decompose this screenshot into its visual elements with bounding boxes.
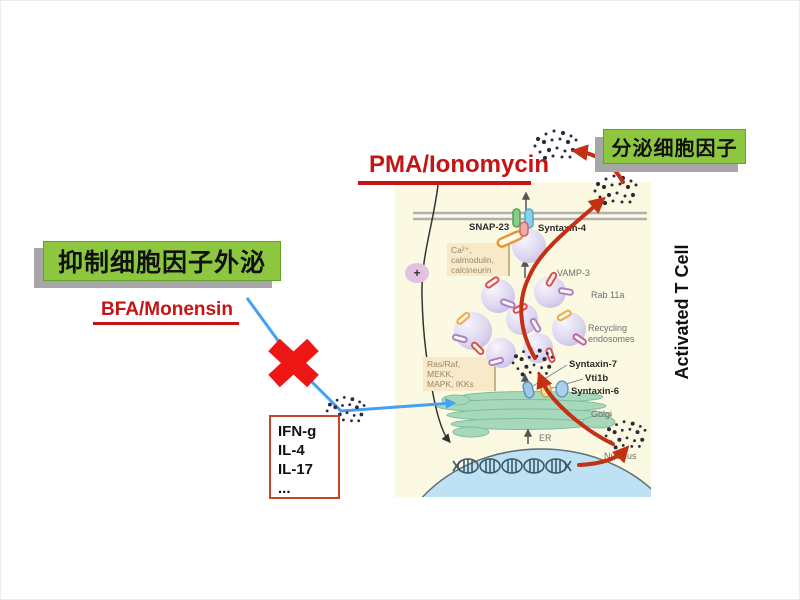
vesicle-proteins bbox=[452, 230, 587, 367]
cytokine-il17: IL-17 bbox=[278, 461, 314, 478]
syntaxin7-label: Syntaxin-7 bbox=[569, 359, 617, 370]
syntaxin4-label: Syntaxin-4 bbox=[538, 223, 587, 234]
secretion-arrows bbox=[519, 144, 630, 467]
block-x-icon bbox=[268, 338, 319, 388]
vti1b-label: Vti1b bbox=[585, 373, 608, 384]
calcium-line3: calcineurin bbox=[451, 265, 492, 275]
snap23-label: SNAP-23 bbox=[469, 222, 509, 233]
inhibit-secretion-label: 抑制细胞因子外泌 bbox=[57, 249, 266, 277]
syntaxin6-label: Syntaxin-6 bbox=[571, 386, 619, 397]
plus-sign: + bbox=[413, 266, 420, 280]
recycling-endosomes-label-line2: endosomes bbox=[588, 334, 635, 344]
signaling-curve-arrow bbox=[421, 184, 451, 444]
recycling-endosomes-label-line1: Recycling bbox=[588, 323, 627, 333]
inhibit-secretion-box: 抑制细胞因子外泌 bbox=[43, 241, 281, 281]
golgi-label: Golgi bbox=[591, 409, 612, 419]
inhibitor-underline bbox=[93, 322, 239, 325]
plus-signal-icon: + bbox=[405, 263, 429, 283]
cytokine-list-box: IFN-g IL-4 IL-17 ... bbox=[269, 415, 340, 499]
rab11a-label: Rab 11a bbox=[591, 290, 624, 300]
kinase-cascade-box: Ras/Raf, MEKK, MAPK, IKKs bbox=[423, 357, 496, 391]
er-label: ER bbox=[539, 433, 552, 443]
kinase-line1: Ras/Raf, bbox=[427, 359, 460, 369]
calcium-line2: calmodulin, bbox=[451, 255, 494, 265]
activated-t-cell-label: Activated T Cell bbox=[672, 244, 692, 380]
inhibitor-title: BFA/Monensin bbox=[101, 299, 233, 320]
vamp3-label: VAMP-3 bbox=[557, 268, 590, 278]
calcium-signal-box: Ca²⁺, calmodulin, calcineurin bbox=[447, 243, 510, 276]
cytokine-dots-nucleus bbox=[604, 420, 647, 450]
stimulation-title: PMA/Ionomycin bbox=[369, 151, 550, 178]
secreted-cytokines-label: 分泌细胞因子 bbox=[611, 138, 738, 160]
secreted-cytokines-box: 分泌细胞因子 bbox=[603, 129, 746, 164]
membrane-snare-icons bbox=[512, 208, 534, 237]
cytokine-il4: IL-4 bbox=[278, 442, 305, 459]
cytokine-ifng: IFN-g bbox=[278, 423, 317, 440]
inhibition-line bbox=[245, 297, 457, 413]
kinase-line2: MEKK, bbox=[427, 369, 453, 379]
stimulation-underline bbox=[358, 181, 531, 185]
kinase-line3: MAPK, IKKs bbox=[427, 379, 474, 389]
cytokine-ellipsis: ... bbox=[278, 480, 291, 497]
calcium-line1: Ca²⁺, bbox=[451, 245, 472, 255]
dna-icon bbox=[452, 458, 572, 474]
